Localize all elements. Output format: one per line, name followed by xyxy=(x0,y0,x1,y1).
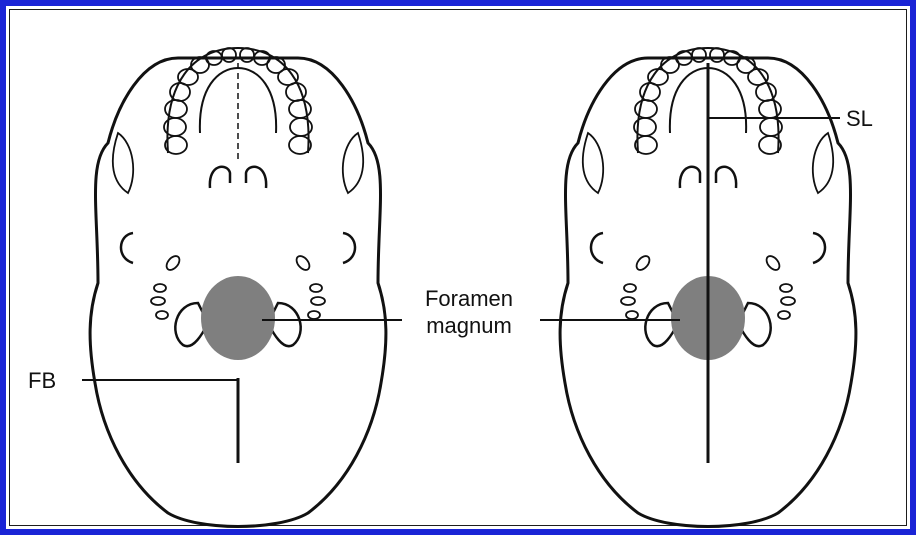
label-sl: SL xyxy=(846,106,873,131)
skull-left xyxy=(90,48,386,527)
label-magnum: magnum xyxy=(426,313,512,338)
skull-right xyxy=(560,48,856,527)
foramen-magnum-left xyxy=(201,276,275,360)
label-fb: FB xyxy=(28,368,56,393)
label-foramen: Foramen xyxy=(425,286,513,311)
